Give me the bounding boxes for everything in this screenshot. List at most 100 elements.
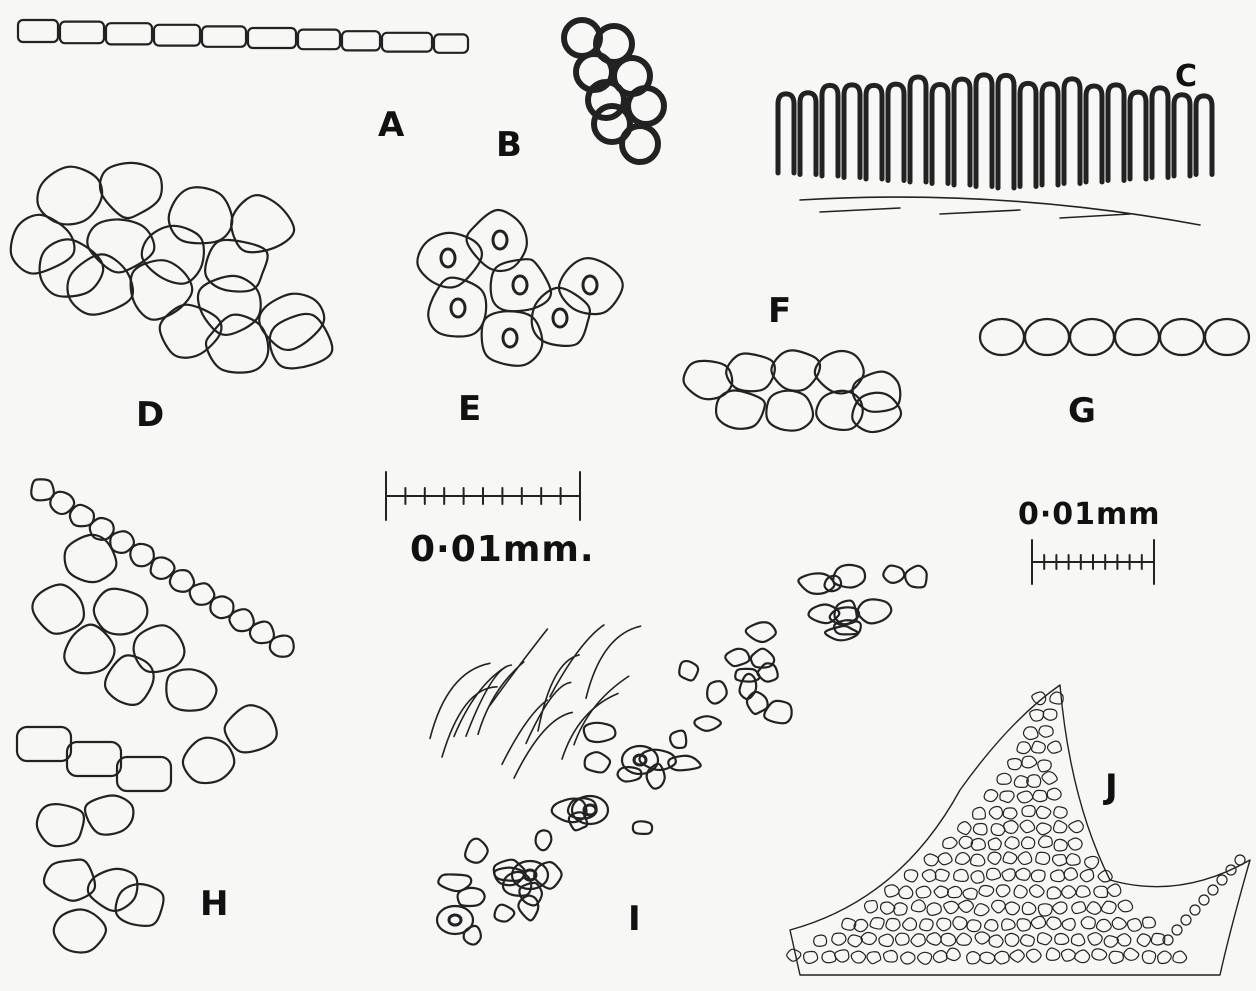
cell [37, 804, 84, 846]
cell [997, 773, 1011, 784]
cell [1022, 902, 1035, 914]
cell [1021, 837, 1034, 849]
cell [1068, 838, 1082, 850]
cell [918, 952, 932, 964]
base-line [820, 208, 1130, 218]
cell [858, 599, 892, 623]
panel-h-drawing [17, 479, 294, 952]
cell [1094, 886, 1108, 897]
palisade-cell [1152, 88, 1168, 178]
cell [943, 837, 957, 848]
palisade-cell [888, 84, 904, 180]
cell [1004, 821, 1019, 834]
cell [559, 258, 623, 314]
palisade-cell [1130, 92, 1146, 179]
cell [1109, 951, 1123, 963]
cell [1061, 949, 1075, 961]
cell [40, 239, 104, 296]
cell [959, 836, 972, 848]
panel-f-drawing [684, 350, 901, 432]
cell [1002, 869, 1015, 881]
cell [1072, 902, 1086, 914]
cell [1021, 935, 1035, 946]
cell [100, 163, 162, 218]
cell [70, 505, 94, 526]
cell [984, 790, 998, 802]
cell [32, 584, 83, 633]
cell [1076, 886, 1090, 898]
cell [105, 655, 154, 704]
cell [881, 902, 895, 914]
cell [927, 903, 941, 915]
cell [1054, 807, 1067, 818]
fiber [574, 676, 629, 744]
cell [1080, 869, 1093, 881]
cell [865, 901, 878, 913]
panel-label-d: D [136, 398, 164, 432]
cell [1143, 917, 1156, 928]
cell [971, 854, 985, 866]
cell [1235, 855, 1245, 865]
cell [130, 544, 154, 566]
cell [1098, 870, 1112, 881]
cell [536, 830, 552, 850]
cell [941, 933, 956, 946]
cell [725, 649, 749, 666]
cell [1042, 772, 1057, 785]
cell [1032, 741, 1046, 753]
cell [740, 674, 757, 699]
cell [166, 669, 216, 710]
panel-g-drawing [980, 319, 1249, 355]
cell [973, 807, 986, 819]
cell [979, 885, 994, 896]
cell [1062, 918, 1075, 930]
cell [1005, 933, 1019, 946]
cell [937, 918, 951, 931]
cell [953, 917, 967, 930]
cell [434, 34, 468, 52]
cell [1069, 821, 1084, 833]
palisade-cell [866, 85, 882, 179]
cell [1064, 868, 1077, 880]
palisade-cell [976, 75, 992, 187]
cell [870, 918, 884, 929]
fiber [478, 662, 524, 734]
cell [980, 319, 1024, 355]
nucleus [503, 329, 517, 347]
nucleus [493, 231, 507, 249]
cell [938, 853, 952, 865]
cell [920, 919, 933, 931]
cell [1181, 915, 1191, 925]
cell [988, 852, 1001, 864]
cell [885, 885, 899, 897]
cell [1047, 788, 1061, 800]
cell [134, 625, 185, 672]
cell [1017, 742, 1030, 754]
cell [37, 167, 102, 225]
palisade-cell [822, 85, 838, 176]
cell [1107, 884, 1121, 896]
cell [895, 933, 909, 945]
cell [1190, 905, 1200, 915]
cell [1018, 852, 1032, 865]
cell [298, 30, 340, 50]
cell [1017, 919, 1031, 931]
cell [1070, 319, 1114, 355]
cell [1053, 902, 1067, 914]
cell [835, 950, 849, 962]
cell [944, 901, 959, 913]
cell [1208, 885, 1218, 895]
cell [967, 952, 980, 964]
cell [924, 854, 938, 866]
cell [1047, 917, 1061, 930]
cell [987, 868, 1001, 880]
cell [815, 351, 864, 393]
cell [54, 909, 106, 952]
cell [971, 871, 984, 883]
cell [18, 20, 58, 42]
cell [694, 716, 720, 731]
cell [1008, 759, 1022, 770]
cell [980, 952, 995, 963]
cell [248, 28, 296, 48]
scale-bar-2-label: 0·01mm [1018, 500, 1161, 530]
